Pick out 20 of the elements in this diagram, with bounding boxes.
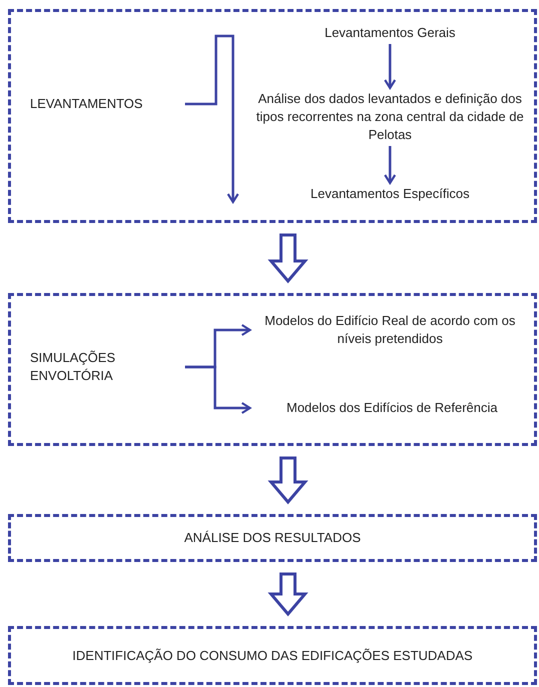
block-arrow xyxy=(268,456,308,504)
step-text: Modelos dos Edifícios de Referência xyxy=(286,399,498,417)
block-arrow xyxy=(268,234,308,284)
arrow xyxy=(185,34,240,204)
dashed-box xyxy=(8,514,537,562)
box-label: IDENTIFICAÇÃO DO CONSUMO DAS EDIFICAÇÕES ESTUDADAS xyxy=(72,646,473,664)
step-text: Levantamentos Específicos xyxy=(310,185,470,203)
dashed-box xyxy=(8,9,537,223)
box-label: ANÁLISE DOS RESULTADOS xyxy=(184,529,361,547)
block-arrow xyxy=(268,572,308,616)
step-text: Modelos do Edifício Real de acordo com os níveis pretendidos xyxy=(264,312,516,348)
dashed-box xyxy=(8,626,537,685)
arrow xyxy=(185,366,252,414)
arrow xyxy=(384,44,396,90)
step-text: Levantamentos Gerais xyxy=(324,24,456,42)
step-text: Análise dos dados levantados e definição dos tipos recorrentes na zona central da cidade de Pelotas xyxy=(255,90,525,144)
dashed-box xyxy=(8,293,537,446)
arrow xyxy=(384,146,396,184)
step-text: SIMULAÇÕES ENVOLTÓRIA xyxy=(30,349,116,385)
step-text: LEVANTAMENTOS xyxy=(30,95,143,113)
